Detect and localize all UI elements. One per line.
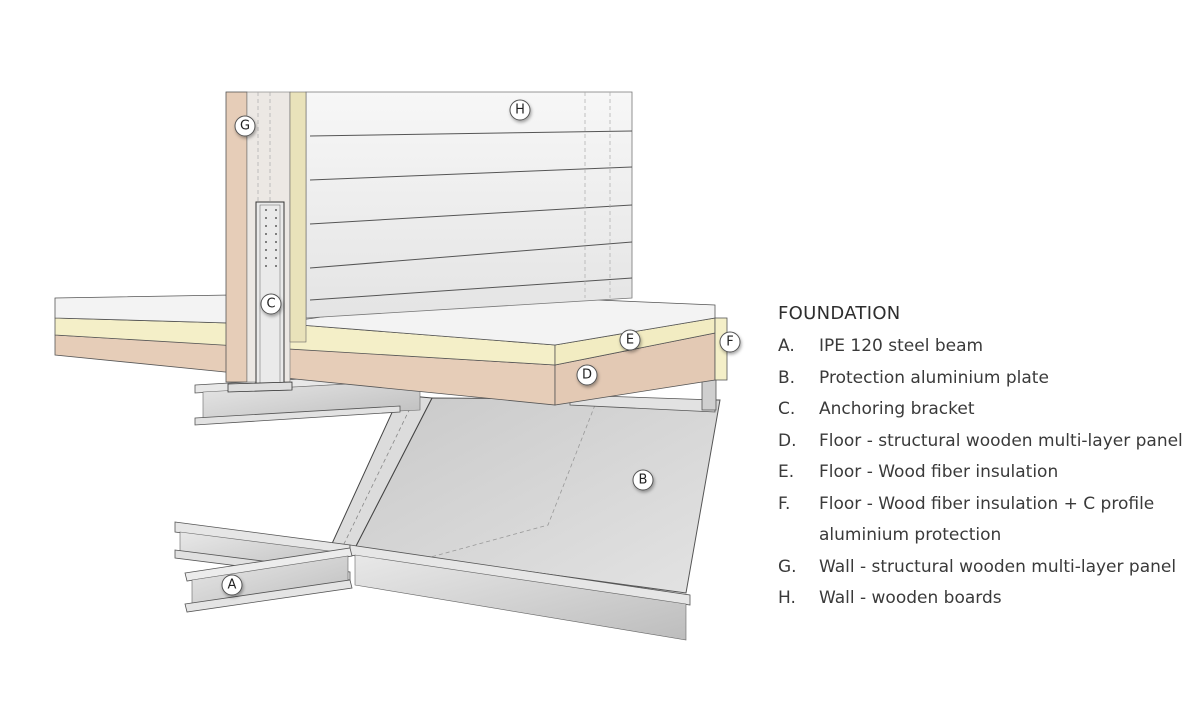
svg-text:D: D: [582, 368, 592, 383]
legend-text: Wall - wooden boards: [819, 588, 1002, 608]
legend-letter: G.: [778, 556, 797, 577]
legend-letter: C.: [778, 399, 796, 419]
callout-a: A: [221, 574, 243, 596]
legend-letter: E.: [778, 462, 795, 482]
legend-title: FOUNDATION: [778, 303, 901, 324]
callout-g: G: [234, 115, 256, 137]
legend-text: Floor - Wood fiber insulation + C profil…: [819, 493, 1155, 546]
callout-c: C: [260, 293, 282, 315]
legend-text: Protection aluminium plate: [819, 367, 1049, 388]
callout-b: B: [632, 469, 654, 491]
legend-letter: F.: [778, 493, 791, 514]
steel-beam-lower: [174, 521, 691, 641]
legend-item-f: F. Floor - Wood fiber insulation + C pro…: [778, 489, 1188, 552]
legend-item-c: C. Anchoring bracket: [778, 394, 1188, 426]
callout-e: E: [619, 329, 641, 351]
foundation-detail-diagram: A B C D E F G H: [54, 91, 741, 641]
legend-text: IPE 120 steel beam: [819, 336, 984, 356]
legend-text: Floor - structural wooden multi-layer pa…: [819, 430, 1183, 451]
wall-boards: [305, 91, 633, 319]
legend-text: Floor - Wood fiber insulation: [819, 462, 1059, 482]
svg-text:B: B: [639, 473, 648, 488]
legend-letter: D.: [778, 430, 797, 451]
svg-text:C: C: [266, 297, 275, 312]
callout-f: F: [719, 331, 741, 353]
legend-item-g: G. Wall - structural wooden multi-layer …: [778, 552, 1188, 584]
legend: FOUNDATION A. IPE 120 steel beam B. Prot…: [778, 300, 1188, 615]
legend-item-b: B. Protection aluminium plate: [778, 363, 1188, 395]
legend-letter: H.: [778, 588, 796, 608]
legend-letter: B.: [778, 367, 796, 388]
svg-text:H: H: [515, 103, 525, 118]
legend-text: Anchoring bracket: [819, 399, 975, 419]
svg-text:F: F: [726, 335, 733, 350]
svg-text:A: A: [228, 578, 237, 593]
callout-h: H: [509, 99, 531, 121]
legend-letter: A.: [778, 336, 795, 356]
legend-text: Wall - structural wooden multi-layer pan…: [819, 556, 1177, 577]
callout-d: D: [576, 364, 598, 386]
legend-item-a: A. IPE 120 steel beam: [778, 331, 1188, 363]
legend-item-e: E. Floor - Wood fiber insulation: [778, 457, 1188, 489]
svg-text:G: G: [240, 119, 250, 134]
svg-text:E: E: [626, 333, 634, 348]
legend-item-h: H. Wall - wooden boards: [778, 583, 1188, 615]
legend-item-d: D. Floor - structural wooden multi-layer…: [778, 426, 1188, 458]
